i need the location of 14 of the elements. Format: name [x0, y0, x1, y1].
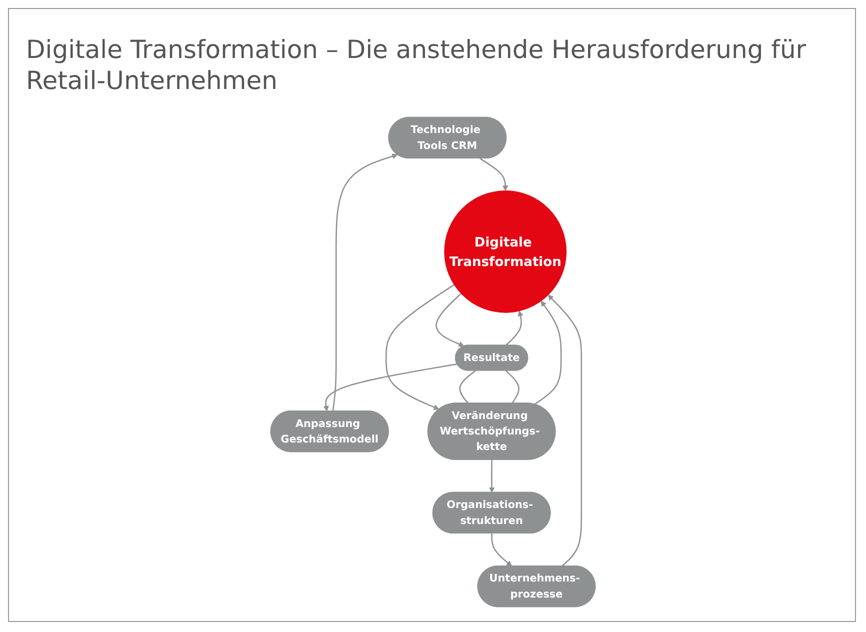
connector [505, 370, 520, 404]
arrow [323, 363, 458, 412]
arrow [436, 292, 464, 347]
connector [459, 370, 476, 404]
arrow [332, 154, 398, 412]
arrow [534, 300, 562, 405]
arrow [505, 310, 524, 346]
node-circle: Digitale Transformation [444, 190, 567, 313]
arrow [491, 534, 512, 566]
arrow [480, 158, 508, 192]
arrow [548, 294, 582, 567]
arrow [385, 284, 455, 410]
arrow [488, 460, 495, 493]
title: Digitale Transformation – Die anstehende Herausforderung für Retail-Unternehmen [26, 34, 808, 96]
